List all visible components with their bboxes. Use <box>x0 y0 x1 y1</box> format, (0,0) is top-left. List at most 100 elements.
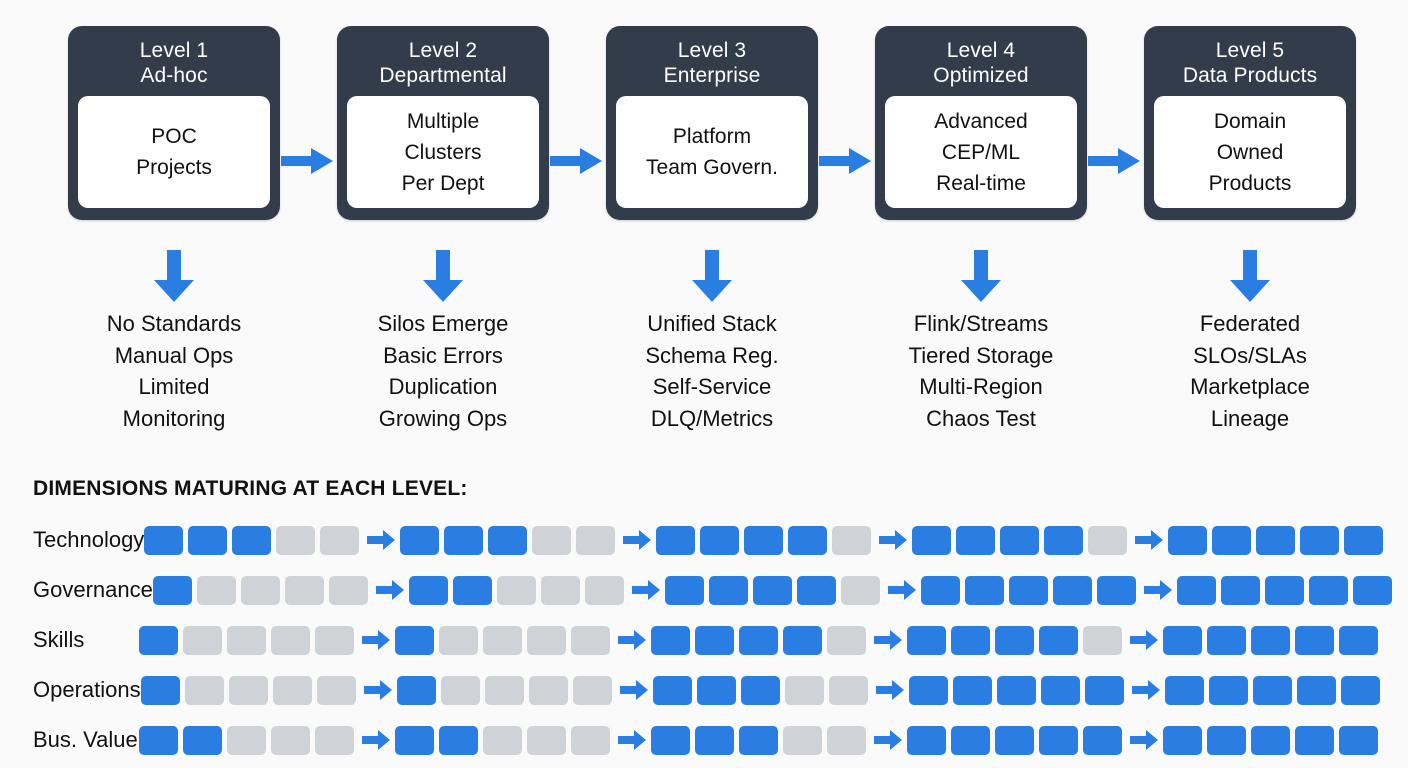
text-line: Multiple <box>406 109 480 133</box>
dimension-group-level-3 <box>651 625 871 655</box>
arrow-right-small-icon <box>879 529 908 551</box>
dimension-group-level-2 <box>396 675 617 705</box>
text-line: Domain <box>1213 109 1287 133</box>
maturity-cell <box>483 625 522 655</box>
maturity-cell <box>496 575 536 605</box>
maturity-cell <box>527 625 566 655</box>
level-title-line2: Enterprise <box>663 64 761 87</box>
maturity-cell <box>1295 725 1334 755</box>
maturity-cell <box>739 725 778 755</box>
maturity-cell <box>788 525 828 555</box>
text-line: No Standards <box>106 311 242 336</box>
maturity-cell <box>439 725 478 755</box>
maturity-cell <box>396 675 436 705</box>
dimension-label: Operations <box>33 677 141 702</box>
maturity-cell <box>1295 625 1334 655</box>
text-line: Marketplace <box>1190 374 1310 399</box>
dimension-row: Operations <box>33 665 1383 715</box>
arrow-right-small-icon <box>1143 579 1172 601</box>
level-title-5: Level 5 Data Products <box>1154 36 1346 96</box>
maturity-cell <box>1040 675 1080 705</box>
maturity-cell <box>1008 575 1048 605</box>
arrow-down-icon-5 <box>1230 250 1270 302</box>
maturity-cell <box>1052 575 1092 605</box>
maturity-cell <box>744 525 784 555</box>
text-line: Tiered Storage <box>908 342 1054 368</box>
maturity-cell <box>316 675 356 705</box>
maturity-cell <box>271 625 310 655</box>
maturity-cell <box>395 625 434 655</box>
text-line: Chaos Test <box>926 405 1036 431</box>
dimension-group-level-5 <box>1164 675 1385 705</box>
maturity-cell <box>951 625 990 655</box>
maturity-cell <box>651 625 690 655</box>
dimension-label: Technology <box>33 527 145 552</box>
maturity-cell <box>1084 675 1124 705</box>
arrow-right-small-icon <box>623 529 652 551</box>
maturity-cell <box>440 675 480 705</box>
text-line: Lineage <box>1210 405 1290 431</box>
dimension-group-level-4 <box>912 525 1132 555</box>
level-title-line2: Optimized <box>933 64 1029 87</box>
dimension-group-level-4 <box>920 575 1141 605</box>
text-line: Projects <box>136 156 212 179</box>
text-line: CEP/ML <box>941 140 1021 164</box>
dimension-label: Skills <box>33 627 85 652</box>
maturity-cell <box>956 525 996 555</box>
maturity-cell <box>796 575 836 605</box>
text-line: Advanced <box>934 109 1028 133</box>
maturity-cell <box>584 575 624 605</box>
text-line: Team Govern. <box>646 156 778 179</box>
maturity-cell <box>995 625 1034 655</box>
dimension-group-level-1 <box>139 725 359 755</box>
text-line: Flink/Streams <box>913 311 1049 336</box>
maturity-cell <box>227 725 266 755</box>
maturity-cell <box>1300 525 1340 555</box>
maturity-cell <box>576 525 616 555</box>
arrow-right-small-icon <box>362 729 390 751</box>
dimension-group-level-3 <box>652 675 873 705</box>
level-title-line2: Ad-hoc <box>140 64 208 87</box>
dimension-row: Technology <box>33 515 1384 565</box>
text-line: POC <box>151 125 197 148</box>
dimension-group-level-4 <box>908 675 1129 705</box>
maturity-cell <box>240 575 280 605</box>
dimension-groups <box>139 725 1383 755</box>
arrow-down-icon-2 <box>423 250 463 302</box>
level-title-2: Level 2 Departmental <box>347 36 539 96</box>
maturity-cell <box>1000 525 1040 555</box>
dimension-label: Governance <box>33 577 153 602</box>
maturity-cell <box>139 625 178 655</box>
maturity-cell <box>1339 625 1378 655</box>
maturity-cell <box>228 675 268 705</box>
arrow-right-small-icon <box>619 679 648 701</box>
maturity-cell <box>1168 525 1208 555</box>
arrow-right-small-icon <box>1130 729 1158 751</box>
maturity-cell <box>1088 525 1128 555</box>
maturity-cell <box>140 675 180 705</box>
dimension-label: Bus. Value <box>33 727 138 752</box>
arrow-right-small-icon <box>363 679 392 701</box>
dimension-group-level-5 <box>1168 525 1388 555</box>
maturity-cell <box>271 725 310 755</box>
dimension-group-level-3 <box>664 575 885 605</box>
arrow-right-small-icon <box>367 529 396 551</box>
maturity-cell <box>1083 625 1122 655</box>
maturity-cell <box>315 625 354 655</box>
maturity-cell <box>439 625 478 655</box>
dimension-group-level-5 <box>1176 575 1397 605</box>
